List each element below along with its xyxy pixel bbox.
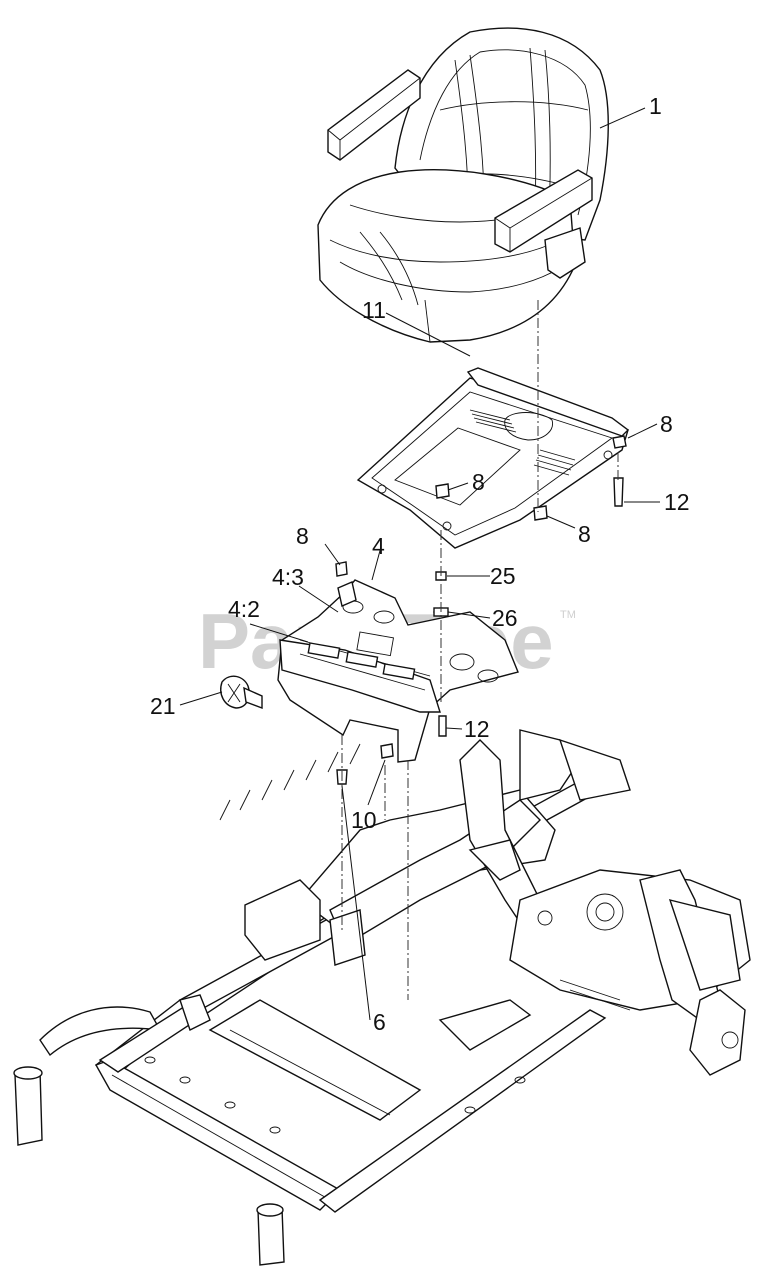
callout-6: 6: [373, 1009, 386, 1035]
callout-11: 11: [362, 297, 386, 323]
callout-1: 1: [649, 93, 662, 119]
callout-25: 25: [490, 563, 516, 589]
callout-labels: 1 11 8 8 12 8 8 4 4:3 25 4:2 26 21 12 10…: [150, 93, 690, 1035]
callout-8: 8: [296, 523, 309, 549]
key-fob-part: [220, 675, 263, 710]
callout-26: 26: [492, 605, 518, 631]
seat-plate-part: [356, 367, 630, 549]
mower-frame-part: [13, 729, 751, 1266]
callout-8: 8: [472, 469, 485, 495]
watermark-tm: TM: [560, 609, 576, 621]
callout-8: 8: [660, 411, 673, 437]
leader-lines: [179, 107, 660, 1021]
callout-10: 10: [351, 807, 377, 833]
console-pan-part: [277, 579, 519, 763]
callout-4: 4: [372, 533, 385, 559]
callout-21: 21: [150, 693, 176, 719]
callout-4-3: 4:3: [272, 564, 304, 590]
callout-8: 8: [578, 521, 591, 547]
seat-part: [317, 27, 609, 343]
callout-12: 12: [664, 489, 690, 515]
callout-4-2: 4:2: [228, 596, 260, 622]
callout-12: 12: [464, 716, 490, 742]
assembly-lines: [341, 300, 619, 1000]
